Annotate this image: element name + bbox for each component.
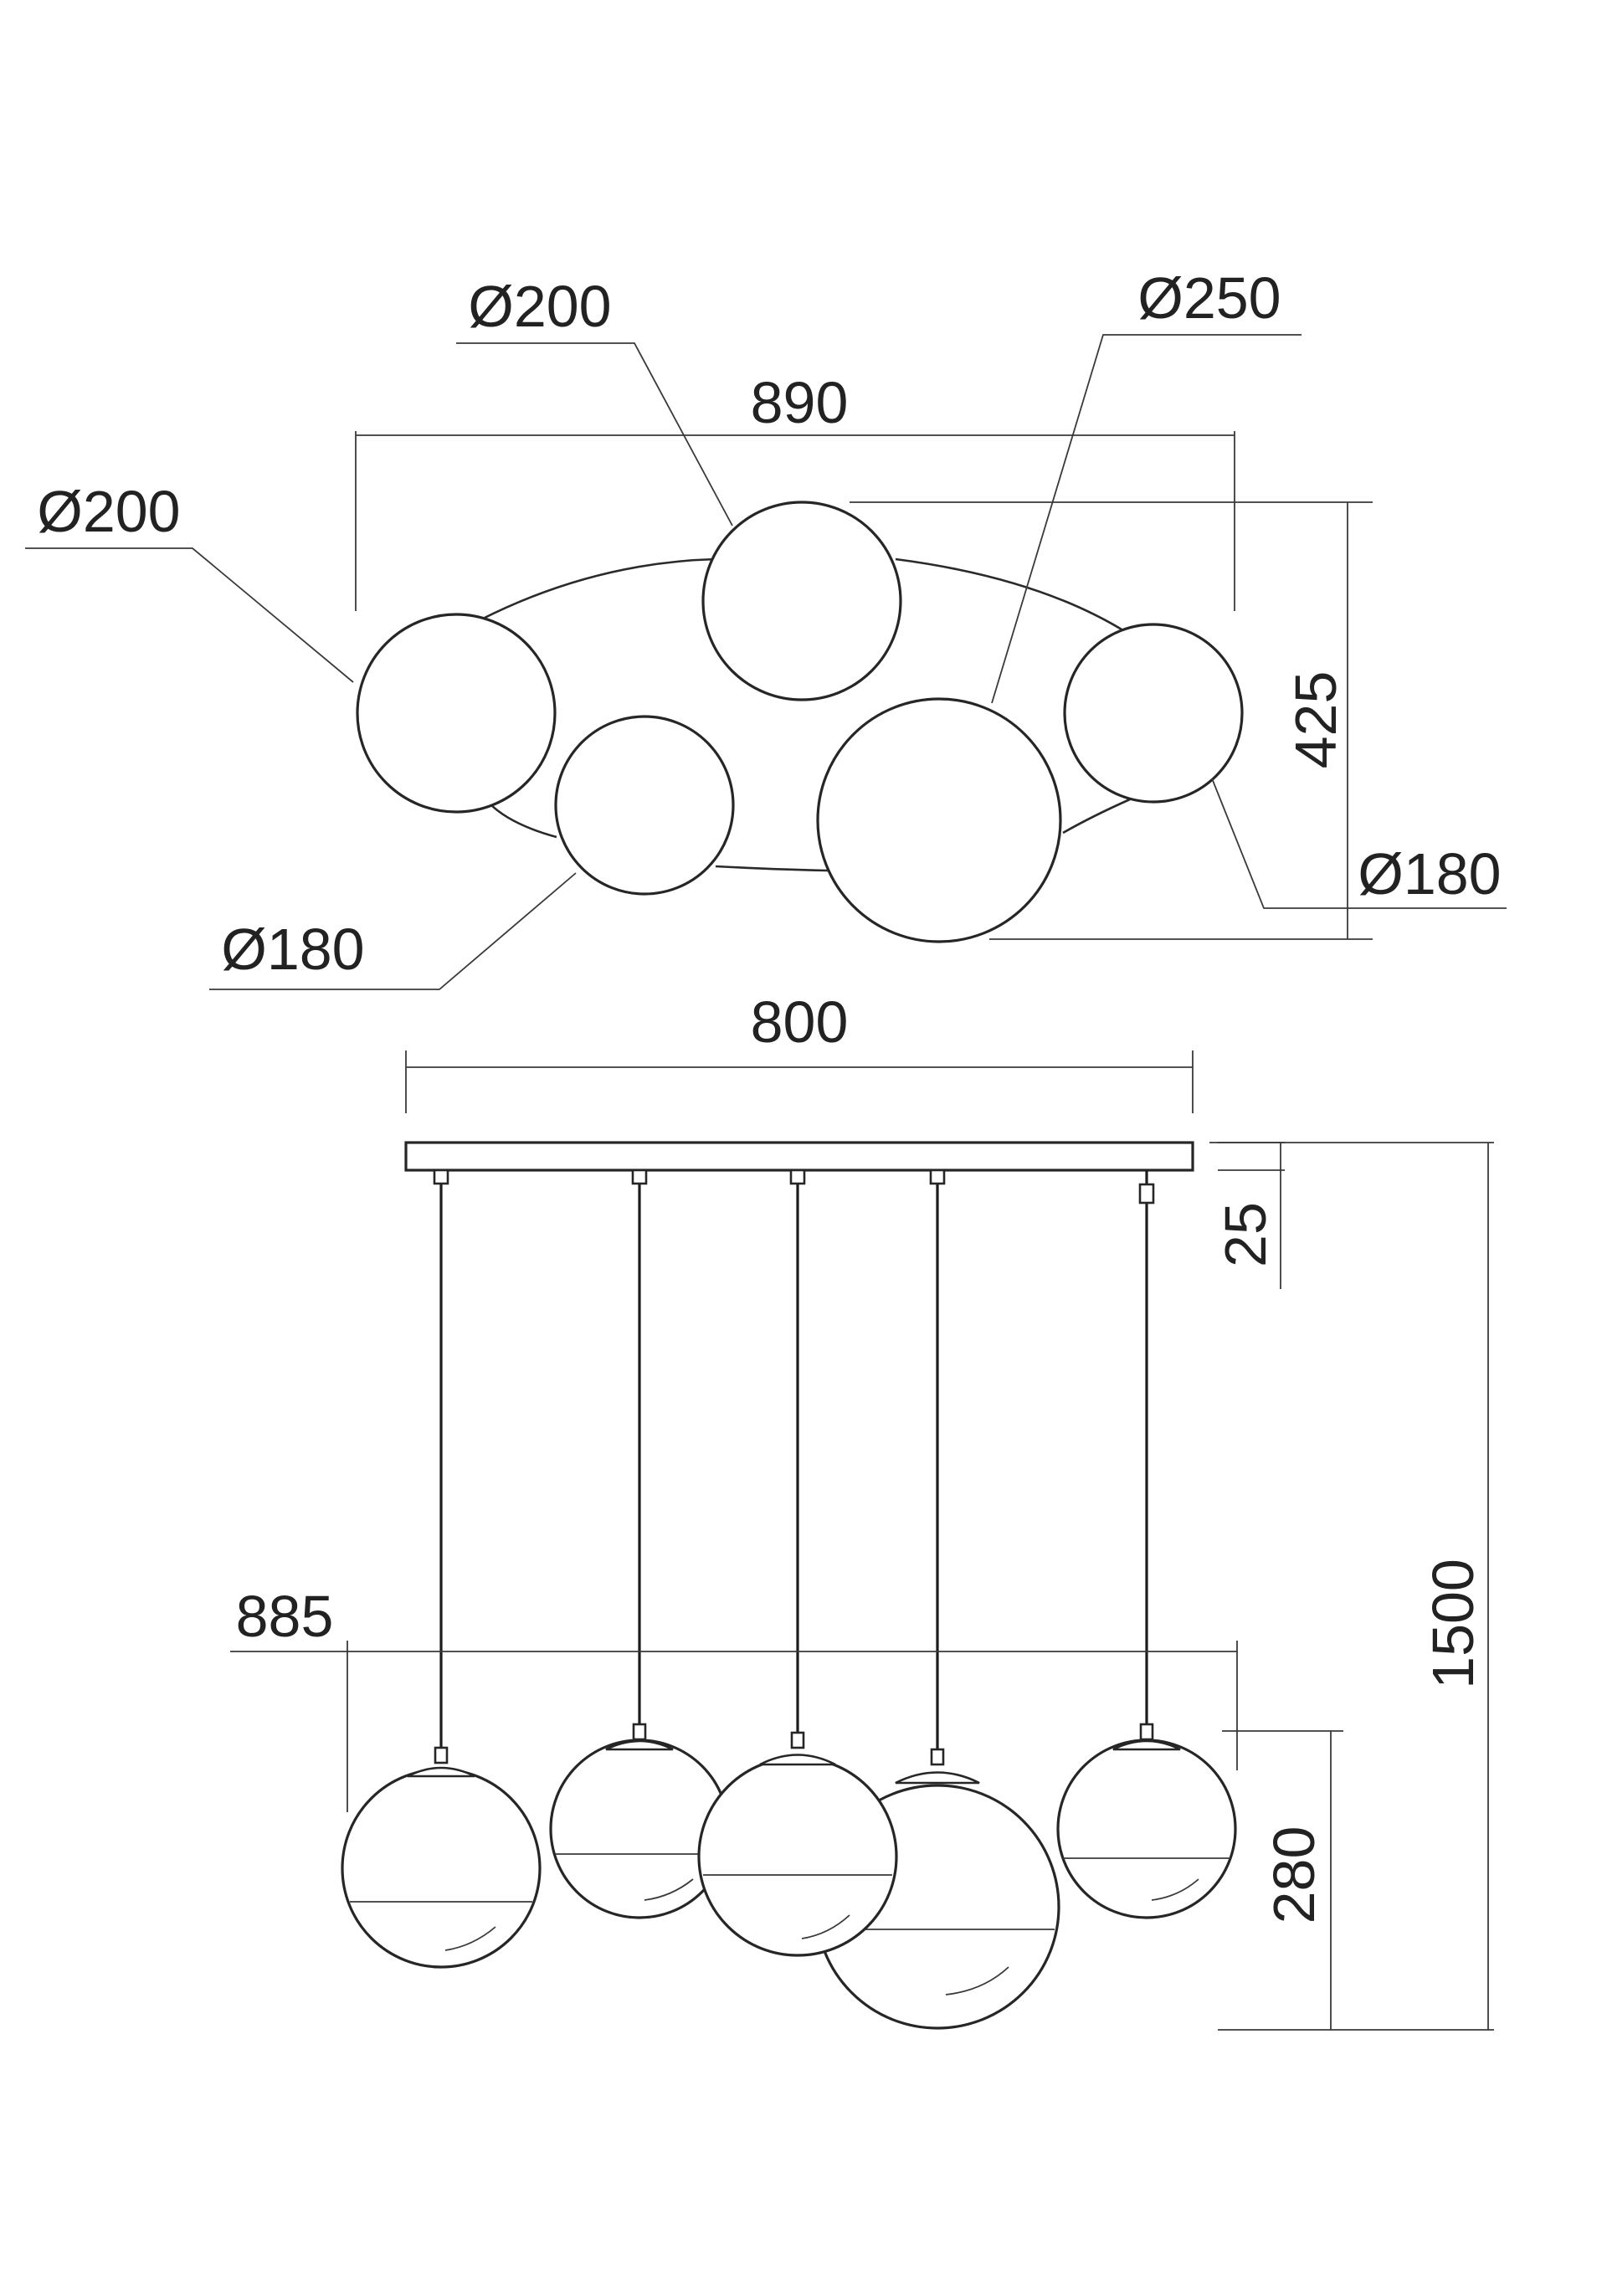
dim-1500-label: 1500 [1420, 1559, 1486, 1689]
top-globe-right [1063, 623, 1244, 804]
dim-25: 25 [1213, 1142, 1285, 1289]
dim-1500: 1500 [1209, 1142, 1494, 2031]
side-globe-left [549, 1723, 730, 1919]
top-globe-left [356, 613, 557, 814]
dim-885-label: 885 [236, 1584, 334, 1649]
dim-25-label: 25 [1213, 1202, 1278, 1267]
suspension-cords [433, 1169, 1155, 1758]
dim-280-label: 280 [1261, 1826, 1327, 1924]
top-globe-center-top [701, 501, 902, 701]
dim-425-label: 425 [1283, 671, 1348, 769]
dim-425: 425 [850, 501, 1373, 940]
side-globe-right [1056, 1723, 1237, 1919]
label-d200-left: Ø200 [37, 479, 180, 544]
side-globe-center [697, 1731, 898, 1957]
dim-885: 885 [230, 1584, 1238, 1812]
top-globe-large [816, 697, 1062, 943]
top-view: 890 425 Ø200 Ø250 Ø200 Ø180 Ø180 [25, 265, 1507, 990]
dim-280: 280 [1222, 1730, 1343, 2030]
dim-800: 800 [405, 989, 1194, 1113]
dim-890: 890 [355, 370, 1235, 611]
top-globe-small-left [554, 715, 735, 896]
top-view-leaders [25, 334, 1507, 990]
label-d180-left: Ø180 [221, 917, 364, 982]
label-d200-center: Ø200 [468, 274, 611, 339]
dim-800-label: 800 [751, 989, 849, 1055]
canopy-bar [404, 1141, 1194, 1172]
dim-890-label: 890 [751, 370, 849, 435]
top-view-base-plate [480, 557, 1131, 872]
side-view: 800 [230, 989, 1494, 2031]
label-d180-right: Ø180 [1358, 841, 1501, 907]
label-d250: Ø250 [1137, 265, 1281, 331]
side-globe-far-left [341, 1746, 542, 1969]
